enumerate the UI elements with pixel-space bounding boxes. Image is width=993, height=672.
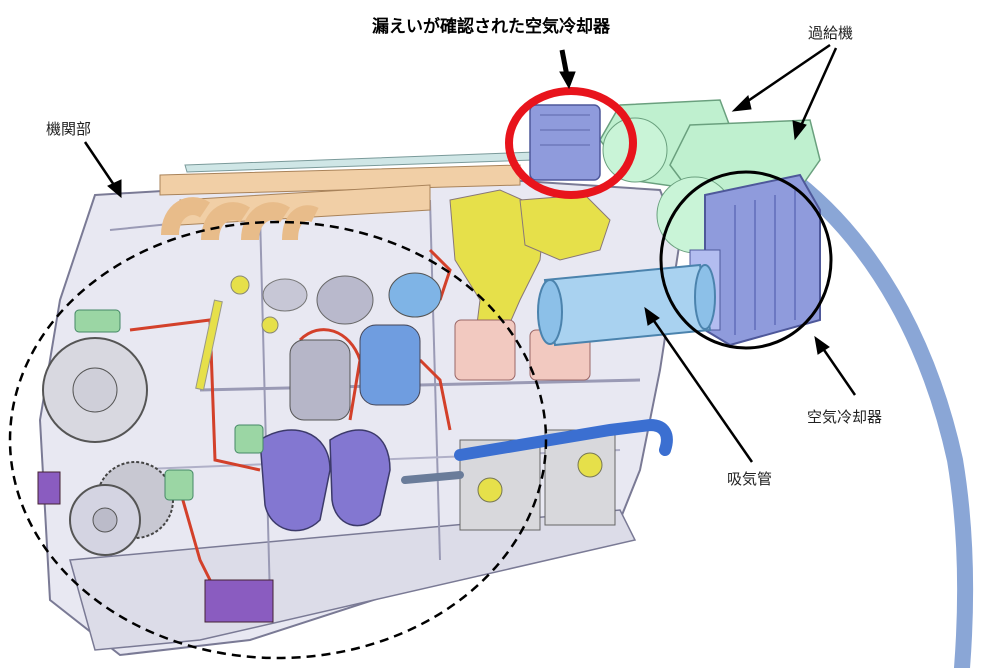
leak-air-cooler-title: 漏えいが確認された空気冷却器 bbox=[372, 17, 610, 37]
air-cooler-circle bbox=[659, 170, 833, 350]
small-air-cooler bbox=[529, 104, 601, 181]
intake-pipe-label: 吸気管 bbox=[727, 470, 773, 488]
annotation-arrows bbox=[83, 43, 857, 463]
turbocharger-label: 過給機 bbox=[808, 24, 854, 42]
engine-section-label: 機関部 bbox=[46, 120, 92, 138]
air-cooler-label: 空気冷却器 bbox=[807, 408, 883, 426]
leak-highlight-ring bbox=[505, 87, 637, 199]
exhaust-pipes bbox=[159, 149, 593, 241]
engine-block bbox=[37, 173, 682, 657]
engine-section-circle bbox=[8, 220, 548, 660]
intake-pipe-shape bbox=[537, 263, 716, 347]
